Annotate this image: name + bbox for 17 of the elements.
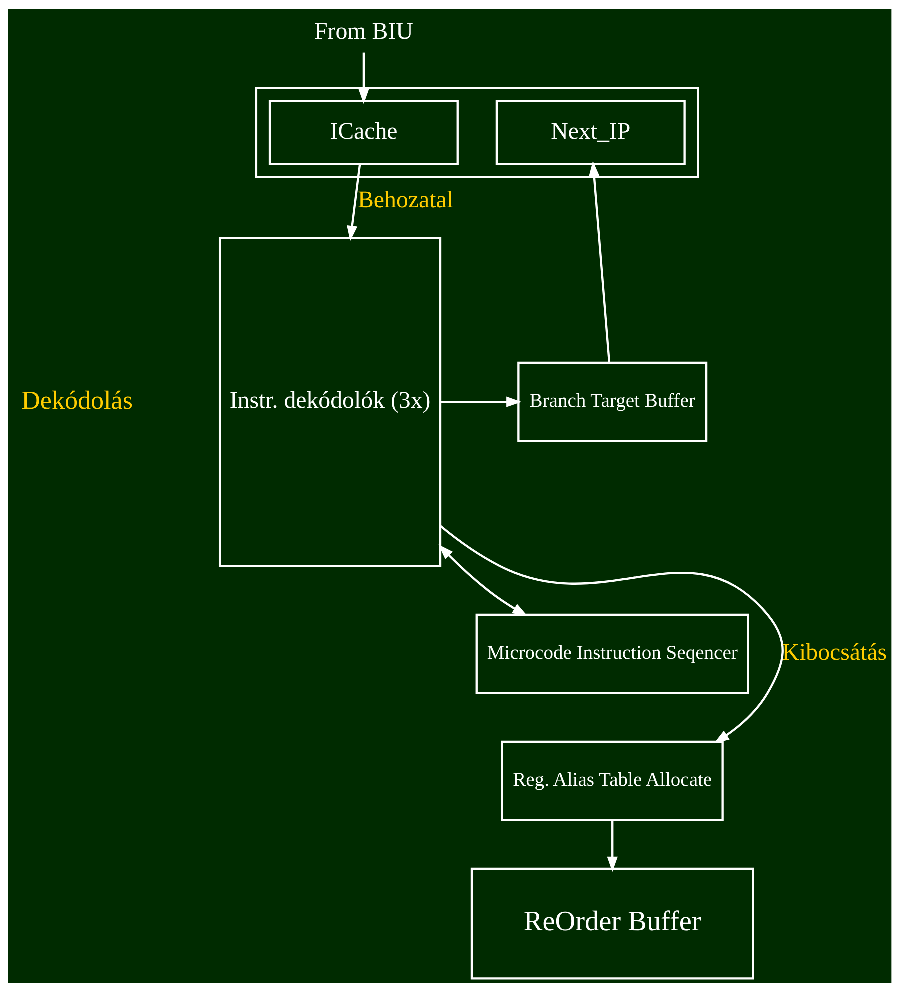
edge-label: Behozatal [358, 187, 454, 214]
node-box: ReOrder Buffer [470, 868, 754, 980]
node-text: From BIU [314, 18, 414, 45]
arrow [440, 525, 784, 744]
arrow [438, 544, 528, 616]
edge-label: Kibocsátás [782, 640, 888, 666]
node-box: Next_IP [496, 100, 686, 166]
arrow [607, 820, 618, 872]
node-box: ICache [268, 100, 459, 166]
arrow [440, 396, 522, 408]
arrow [358, 52, 370, 104]
node-box: Instr. dekódolók (3x) [218, 237, 442, 568]
node-box: Branch Target Buffer [518, 362, 708, 442]
node-box: Microcode Instruction Seqencer [476, 614, 750, 694]
label: Dekódolás [22, 386, 133, 415]
arrow [589, 161, 611, 363]
node-box: Reg. Alias Table Allocate [501, 740, 724, 822]
